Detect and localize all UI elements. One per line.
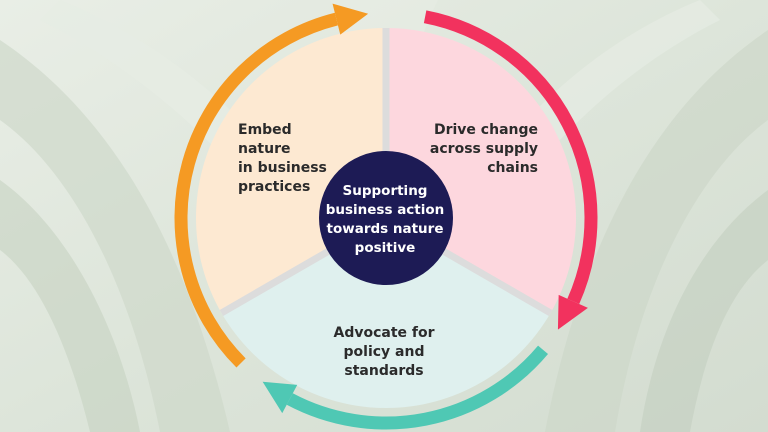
arrow-arc-advocate	[286, 345, 549, 430]
arrowhead-embed	[332, 3, 369, 35]
dividers-layer	[219, 28, 553, 317]
segment-label-drive-change: Drive change across supply chains	[429, 122, 538, 176]
divider-1	[436, 244, 553, 317]
divider-2	[219, 244, 336, 317]
arrowhead-advocate	[262, 381, 298, 414]
arrows-layer	[174, 3, 598, 430]
arrowhead-drive	[557, 294, 588, 330]
center-label: Supporting business action towards natur…	[325, 183, 445, 256]
segment-label-embed-nature: Embed nature in business practices	[238, 122, 327, 195]
segment-label-advocate-policy: Advocate for policy and standards	[333, 325, 435, 379]
arrow-arc-embed	[174, 12, 338, 368]
arrow-arc-drive	[423, 10, 598, 305]
center-circle	[319, 151, 453, 285]
